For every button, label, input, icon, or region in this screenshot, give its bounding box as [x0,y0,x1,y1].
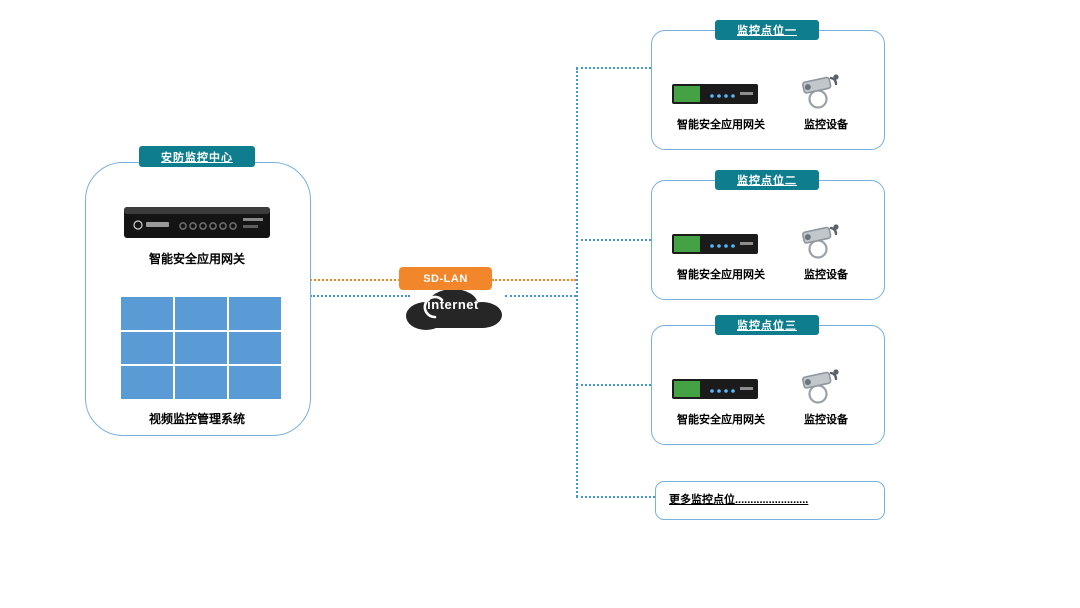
link-blue-cloud-to-trunk [505,295,576,297]
sdlan-badge: SD-LAN [399,267,492,290]
cctv-camera-icon-1 [798,70,842,119]
cctv-camera-icon-3 [798,365,842,414]
more-sites-label: 更多监控点位........................ [669,494,809,506]
site-badge-1: 监控点位一 [715,20,819,40]
link-orange-sdlan-to-trunk [492,279,576,281]
video-wall-cell [229,297,281,330]
more-sites-box [655,481,885,520]
site-badge-2: 监控点位二 [715,170,819,190]
video-wall-cell [121,297,173,330]
site-gateway-image-1 [672,82,758,111]
vms-label: 视频监控管理系统 [148,412,245,426]
video-wall-grid [121,297,281,399]
center-gateway-label: 智能安全应用网关 [148,252,245,266]
branch-line-more-sites [576,496,655,498]
video-wall-cell [229,331,281,365]
video-wall-cell [229,366,281,399]
video-wall-cell [121,366,173,399]
site-gateway-image-2 [672,232,758,261]
site-gateway-image-3 [672,377,758,406]
video-wall-cell [175,297,227,330]
branch-line-site-3 [576,384,651,386]
cctv-camera-icon-2 [798,220,842,269]
video-wall-cell [121,331,173,365]
cloud-swoosh-icon [423,295,444,319]
video-wall-cell [175,366,227,399]
center-site-badge: 安防监控中心 [139,146,255,167]
trunk-line [576,68,578,497]
link-blue-center-to-cloud [310,295,410,297]
internet-cloud [398,284,508,334]
site-badge-3: 监控点位三 [715,315,819,335]
video-wall-cell [175,331,227,365]
branch-line-site-2 [576,239,651,241]
site-gateway-label-3: 智能安全应用网关 [677,414,765,426]
site-camera-label-1: 监控设备 [804,119,848,131]
link-orange-center-to-sdlan [310,279,400,281]
branch-line-site-1 [576,67,651,69]
internet-label: internet [427,297,479,312]
site-gateway-label-1: 智能安全应用网关 [677,119,765,131]
site-camera-label-2: 监控设备 [804,269,848,281]
site-gateway-label-2: 智能安全应用网关 [677,269,765,281]
site-box-2 [651,180,885,300]
gateway-appliance-image [123,202,271,242]
site-camera-label-3: 监控设备 [804,414,848,426]
